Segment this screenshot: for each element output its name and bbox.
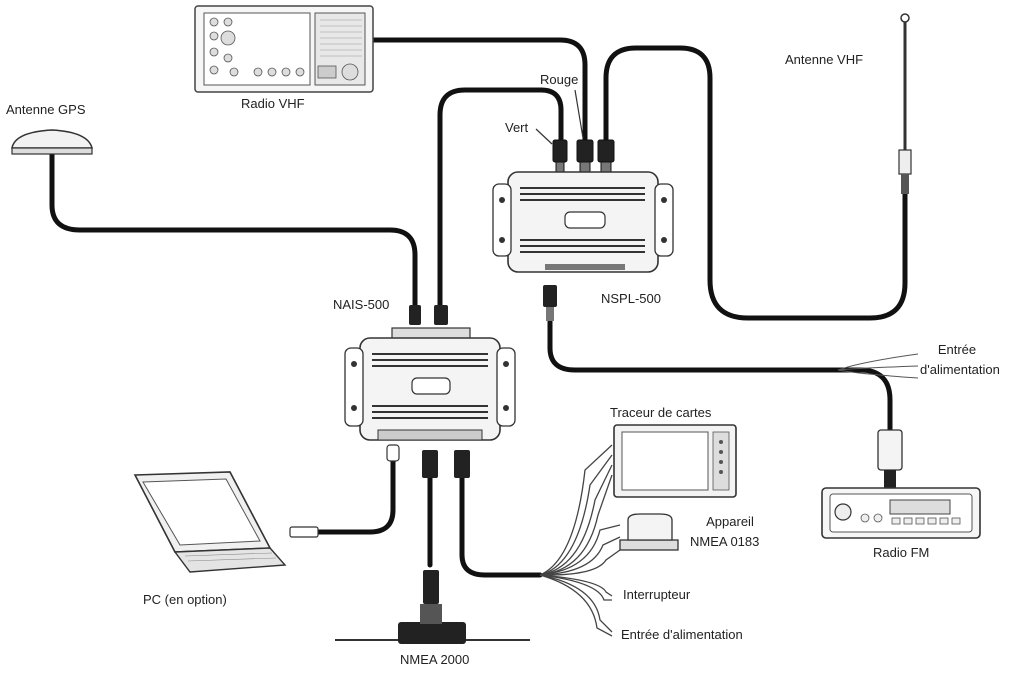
label-traceur: Traceur de cartes [610, 405, 712, 420]
label-entree-alim-bottom: Entrée d'alimentation [621, 627, 743, 642]
nais500-device [344, 305, 516, 478]
label-nais500: NAIS-500 [333, 297, 390, 312]
label-nmea2000: NMEA 2000 [400, 652, 470, 667]
label-pc: PC (en option) [143, 592, 227, 607]
label-interrupteur: Interrupteur [623, 587, 691, 602]
label-rouge: Rouge [540, 72, 579, 87]
nspl500-device [492, 139, 674, 321]
nmea2000-connector [335, 570, 530, 644]
nmea0183-device [619, 513, 679, 551]
label-appareil-2: NMEA 0183 [690, 534, 760, 549]
cable-nmea0183-trunk [459, 472, 543, 578]
cable-antenne-vhf [603, 45, 908, 321]
cable-gps [49, 149, 418, 308]
label-vert: Vert [505, 120, 529, 135]
cable-pc [315, 457, 396, 535]
radio-vhf-device [194, 5, 374, 93]
label-entree-alim-top-1: Entrée [937, 342, 977, 357]
power-wires-top [837, 353, 919, 379]
label-nspl500: NSPL-500 [601, 291, 661, 306]
label-radio-vhf: Radio VHF [241, 96, 305, 111]
nmea0183-wires [539, 444, 621, 637]
label-radio-fm: Radio FM [873, 545, 930, 560]
antenne-gps-device [11, 129, 93, 155]
radio-fm-device [821, 429, 981, 539]
cables [49, 37, 908, 578]
antenne-vhf-device [898, 13, 912, 194]
label-pointers [535, 89, 584, 145]
label-antenne-gps: Antenne GPS [6, 102, 86, 117]
chart-plotter-device [613, 424, 737, 498]
laptop-device [133, 471, 319, 573]
label-antenne-vhf: Antenne VHF [785, 52, 864, 67]
cable-radio-vhf [369, 37, 588, 143]
label-appareil-1: Appareil [706, 514, 754, 529]
label-entree-alim-top-2: d'alimentation [920, 362, 1000, 377]
cable-nspl-fm [547, 315, 893, 433]
cable-nspl-nais [437, 87, 564, 308]
